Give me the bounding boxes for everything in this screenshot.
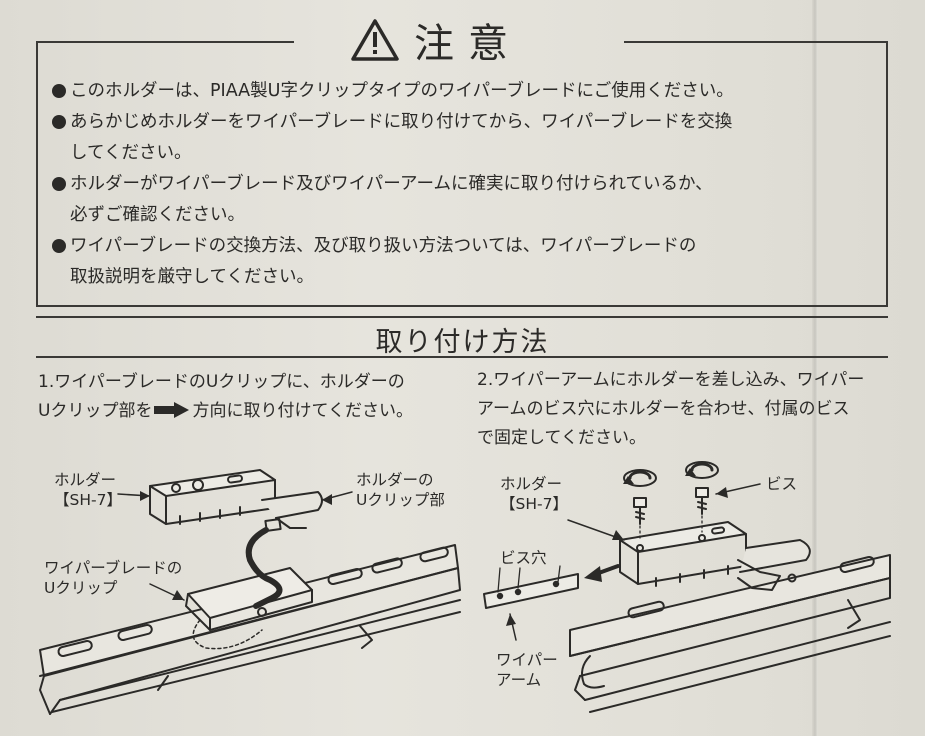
holder-sh7-2 [619,521,811,591]
caution-title: 注意 [414,21,522,67]
section-rule-top [36,316,888,318]
caution-note: ワイパーブレードの交換方法、及び取り扱い方法ついては、ワイパーブレードの 取扱説… [52,231,882,293]
label-holder-sh7: ホルダー 【SH-7】 [54,471,122,509]
label-wiper-arm: ワイパー アーム [496,651,558,689]
label-screw: ビス [766,475,798,493]
caution-notes: このホルダーは、PIAA製U字クリップタイプのワイパーブレードにご使用ください。… [52,76,882,293]
bullet-icon [52,115,66,129]
bullet-icon [52,84,66,98]
step-2-text: 2.ワイパーアームにホルダーを差し込み、ワイパー アームのビス穴にホルダーを合わ… [477,370,865,448]
caution-note: このホルダーは、PIAA製U字クリップタイプのワイパーブレードにご使用ください。 [52,76,882,107]
caution-header: 注意 [350,14,522,67]
wiper-blade-1 [39,544,461,715]
caution-note: あらかじめホルダーをワイパーブレードに取り付けてから、ワイパーブレードを交換 し… [52,107,882,169]
install-title: 取り付け方法 [375,327,550,358]
bullet-icon [52,239,66,253]
bullet-icon [52,177,66,191]
label-holder-u-clip: ホルダーの Uクリップ部 [356,471,445,509]
wiper-blade-2 [569,554,891,713]
step-1-text-before: 1.ワイパーブレードのUクリップに、ホルダーの Uクリップ部を [38,372,405,421]
label-blade-u-clip: ワイパーブレードの Uクリップ [44,559,183,597]
caution-note-text: あらかじめホルダーをワイパーブレードに取り付けてから、ワイパーブレードを交換 し… [70,112,733,163]
holder-sh7-1 [149,469,323,609]
wiper-arm [483,573,579,609]
section-rule-bottom [36,356,888,358]
step-1-text: 1.ワイパーブレードのUクリップに、ホルダーの Uクリップ部を方向に取り付けてく… [38,368,458,426]
caution-box-top-left [36,41,294,43]
screw-left [623,469,657,541]
step-1-text-after: 方向に取り付けてください。 [192,401,413,421]
label-holder-sh7: ホルダー 【SH-7】 [500,475,568,513]
direction-arrow-icon [154,402,190,418]
screw-right [685,461,719,533]
label-screw-hole: ビス穴 [500,549,547,567]
caution-note-text: ホルダーがワイパーブレード及びワイパーアームに確実に取り付けられているか、 必ず… [70,174,713,225]
caution-note-text: このホルダーは、PIAA製U字クリップタイプのワイパーブレードにご使用ください。 [70,81,734,101]
caution-box [36,41,888,307]
paper-fold [812,0,818,736]
caution-note-text: ワイパーブレードの交換方法、及び取り扱い方法ついては、ワイパーブレードの 取扱説… [70,236,697,287]
caution-box-top-right [624,41,886,43]
warning-triangle-icon [351,19,399,61]
caution-note: ホルダーがワイパーブレード及びワイパーアームに確実に取り付けられているか、 必ず… [52,169,882,231]
